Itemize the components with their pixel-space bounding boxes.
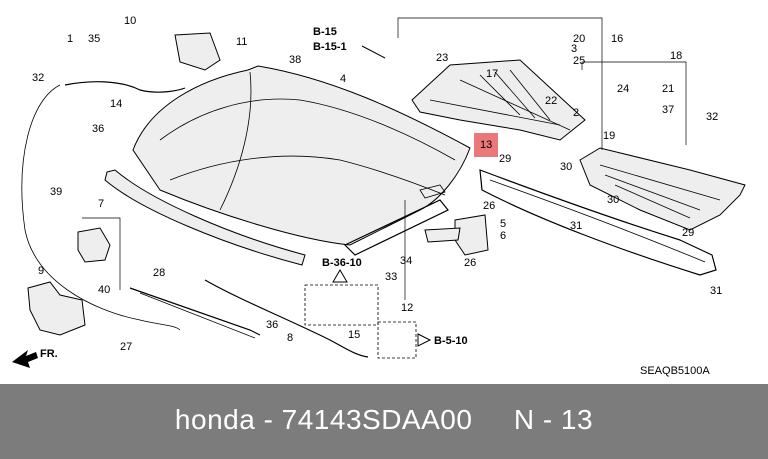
fr-label: FR.	[40, 348, 58, 360]
callout-1: 1	[67, 33, 73, 45]
footer-bar: honda - 74143SDAA00 N - 13	[0, 384, 768, 459]
callout-7: 7	[98, 198, 104, 210]
bracket-18	[581, 61, 687, 145]
ref-b15: B-15	[313, 26, 337, 38]
callout-9: 9	[38, 265, 44, 277]
callout-31: 31	[710, 285, 722, 297]
cowl-side-panel	[579, 147, 746, 231]
callout-36: 36	[266, 319, 278, 331]
callout-38: 38	[289, 54, 301, 66]
callout-26: 26	[464, 257, 476, 269]
callout-21: 21	[662, 83, 674, 95]
callout-30: 30	[560, 161, 572, 173]
arrow-b151	[361, 45, 386, 59]
ref-b151: B-15-1	[313, 41, 347, 53]
callout-6: 6	[500, 230, 506, 242]
hood-hinge	[424, 214, 489, 256]
callout-19: 19	[603, 130, 615, 142]
prop-rod	[129, 287, 261, 336]
callout-25: 25	[573, 55, 585, 67]
callout-16: 16	[611, 33, 623, 45]
cowl-molding-strips	[479, 169, 717, 276]
diagram-code: SEAQB5100A	[640, 365, 710, 377]
hood-latch	[27, 227, 111, 336]
cable-loop	[21, 84, 181, 331]
callout-35: 35	[88, 33, 100, 45]
callout-15: 15	[348, 329, 360, 341]
callout-3: 3	[571, 43, 577, 55]
ref-b3610: B-36-10	[322, 257, 362, 269]
footer-text: honda - 74143SDAA00 N - 13	[174, 404, 594, 435]
callout-20: 20	[573, 33, 585, 45]
arrow-fr	[12, 350, 38, 368]
callout-36: 36	[92, 123, 104, 135]
callout-29: 29	[682, 227, 694, 239]
callout-32: 32	[706, 111, 718, 123]
callout-40: 40	[98, 284, 110, 296]
callout-22: 22	[545, 95, 557, 107]
clip-box-b3610	[304, 284, 379, 326]
callout-32: 32	[32, 72, 44, 84]
callout-18: 18	[670, 50, 682, 62]
callout-28: 28	[153, 267, 165, 279]
callout-11: 11	[236, 36, 247, 48]
callout-37: 37	[662, 104, 674, 116]
hood-support-rod	[343, 184, 449, 256]
hood-hinge-upper	[174, 32, 221, 71]
callout-39: 39	[50, 186, 62, 198]
cowl-top	[411, 59, 586, 141]
callout-4: 4	[340, 73, 346, 85]
callout-34: 34	[400, 255, 412, 267]
hood-panel	[132, 65, 471, 246]
arrow-b510	[417, 333, 432, 347]
callout-8: 8	[287, 332, 293, 344]
callout-14: 14	[110, 98, 122, 110]
hood-release-cable	[64, 81, 186, 93]
callout-30: 30	[607, 194, 619, 206]
bracket-16	[397, 17, 603, 150]
prop-rod-2	[139, 292, 256, 339]
callout-27: 27	[120, 341, 132, 353]
highlight-label: 13	[480, 139, 492, 151]
callout-10: 10	[124, 15, 136, 27]
hood-seal-strip	[104, 169, 306, 266]
bracket-7	[82, 217, 121, 290]
callout-17: 17	[486, 68, 498, 80]
callout-2: 2	[573, 107, 579, 119]
callout-23: 23	[436, 52, 448, 64]
callout-12: 12	[401, 302, 413, 314]
callout-5: 5	[500, 218, 506, 230]
arrow-b3610	[332, 269, 348, 283]
clip-box-b510	[377, 321, 417, 359]
callout-26: 26	[483, 200, 495, 212]
hood-release-cable-lower	[204, 279, 369, 358]
callout-33: 33	[385, 271, 397, 283]
highlight-box	[474, 133, 498, 157]
callout-24: 24	[617, 83, 629, 95]
callout-29: 29	[499, 153, 511, 165]
callout-31: 31	[570, 220, 582, 232]
ref-b510: B-5-10	[434, 335, 468, 347]
